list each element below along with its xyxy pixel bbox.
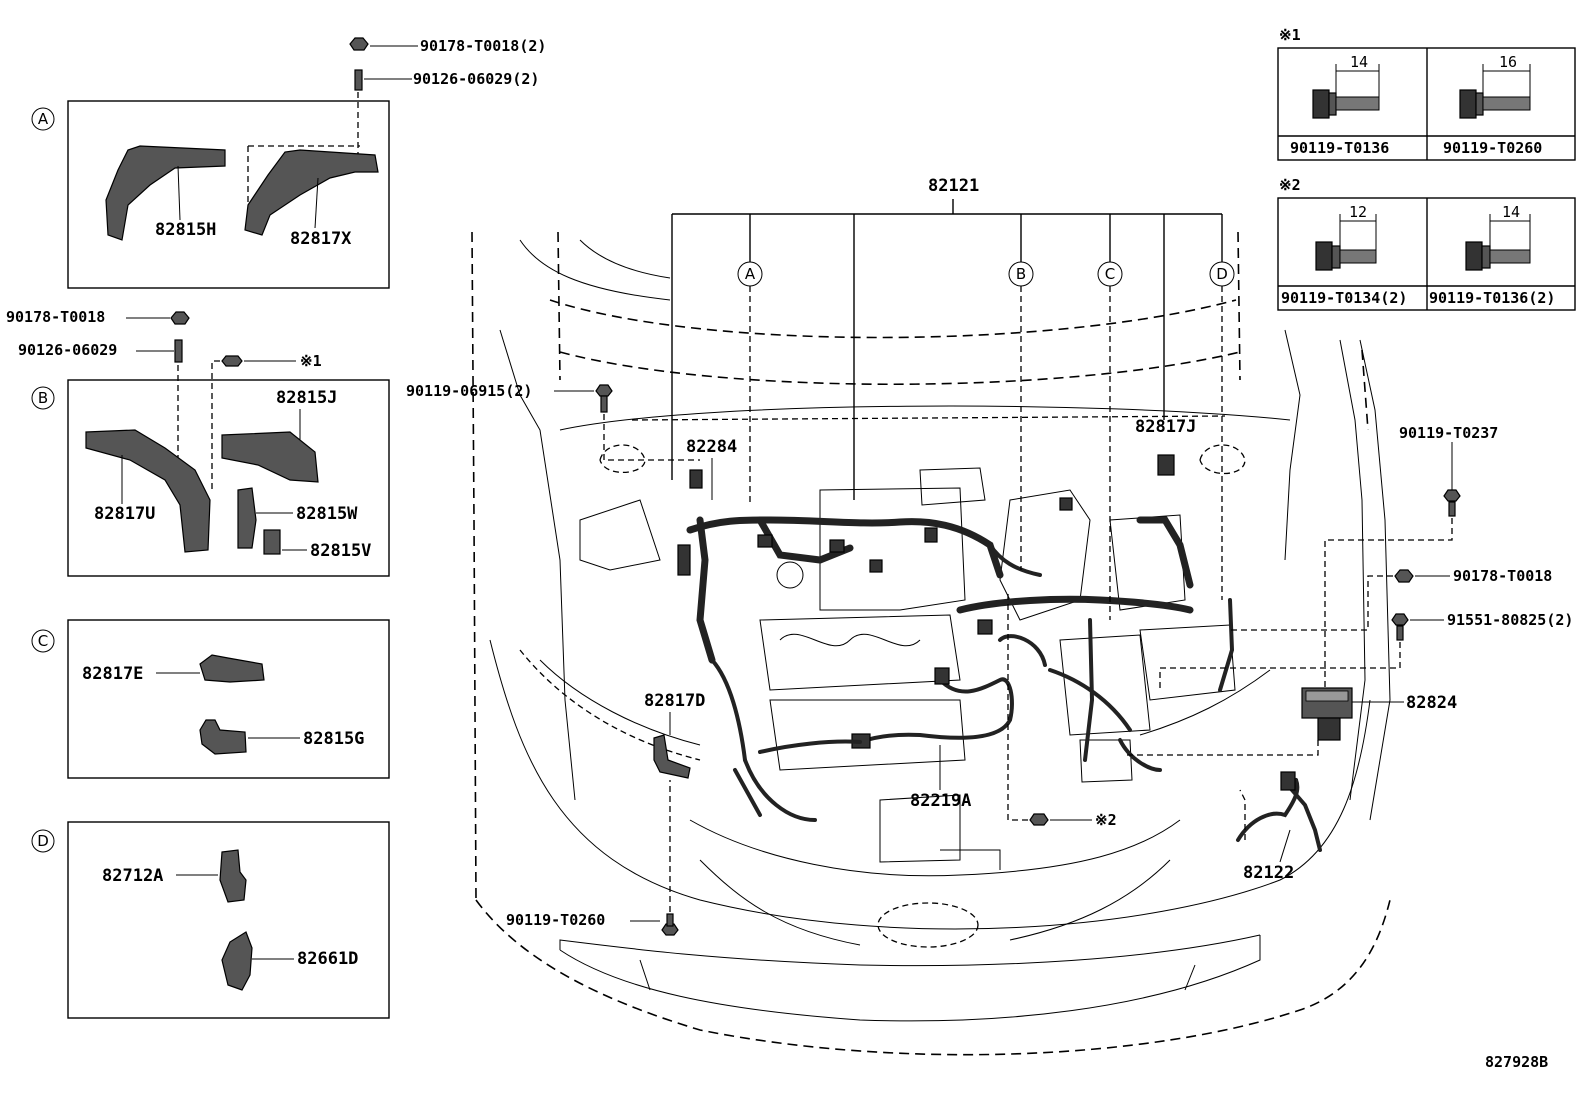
b-fasteners: 90178-T0018 90126-06029 ※1 (6, 308, 322, 490)
emblem-outline (877, 902, 979, 948)
label-82817d: 82817D (644, 691, 705, 711)
label-82817u: 82817U (94, 504, 155, 524)
callout-a-letter: A (38, 110, 49, 128)
clip-82815g-icon (199, 719, 247, 755)
label-nut-top: 90178-T0018(2) (420, 37, 546, 55)
callout-d-letter: D (37, 832, 49, 850)
panel-d: D 82712A 82661D (31, 821, 390, 1019)
label-82817j: 82817J (1135, 417, 1196, 437)
table1-title: ※1 (1279, 26, 1301, 44)
label-82815h: 82815H (155, 220, 216, 240)
bracket-82817u-icon (85, 429, 211, 553)
top-fasteners: 90178-T0018(2) 90126-06029(2) (349, 37, 546, 160)
bracket-82815h-icon (105, 145, 226, 241)
vehicle-outline (471, 231, 1391, 1056)
clip-82817e-icon (199, 654, 265, 683)
panel-a-box (67, 100, 390, 289)
sensor-wire-82219a (758, 667, 1014, 754)
callout-c-letter: C (38, 632, 48, 650)
table2-part-1: 90119-T0134(2) (1281, 289, 1407, 307)
label-90119-06915: 90119-06915(2) (406, 382, 532, 400)
panel-b: B 82817U 82815J 82815W 82815V (31, 379, 390, 577)
engine (579, 467, 1236, 870)
table1-part-1: 90119-T0136 (1290, 139, 1389, 157)
table1-part-2: 90119-T0260 (1443, 139, 1542, 157)
bolt-b-icon (221, 355, 243, 367)
label-82817e: 82817E (82, 664, 143, 684)
label-82817x: 82817X (290, 229, 352, 249)
wire-harness-82121 (677, 454, 1235, 822)
panel-c: C 82817E 82815G (31, 619, 390, 779)
panel-a: A 82815H 82817X (31, 100, 390, 289)
table2-part-2: 90119-T0136(2) (1429, 289, 1555, 307)
connector-82712a-icon (219, 849, 247, 903)
table2-title: ※2 (1279, 176, 1301, 194)
label-82815g: 82815G (303, 729, 364, 749)
bolt-head-icon (1312, 89, 1330, 119)
relay-82824 (1301, 687, 1404, 741)
label-90119-t0260: 90119-T0260 (506, 911, 605, 929)
label-82661d: 82661D (297, 949, 358, 969)
figure-code: 827928B (1485, 1053, 1548, 1071)
label-90178-t0018-main: 90178-T0018 (1453, 567, 1552, 585)
nut-b-icon (170, 311, 190, 325)
callout-main-b: B (1016, 265, 1026, 283)
connector-82661d-icon (221, 931, 253, 991)
stud-b-icon (174, 339, 183, 363)
nut-icon (349, 37, 369, 51)
label-82121: 82121 (928, 176, 979, 196)
panel-d-box (67, 821, 390, 1019)
panel-b-box (67, 379, 390, 577)
table2-dim-1: 12 (1349, 203, 1367, 221)
bracket-82815j-icon (221, 431, 319, 483)
label-82122: 82122 (1243, 863, 1294, 883)
callout-tree-82121: 82121 A B C D (671, 176, 1235, 620)
label-ref1-b: ※1 (300, 352, 322, 370)
callout-main-c: C (1105, 265, 1115, 283)
bolt-table-1: ※1 14 90119-T0136 16 90119-T0260 (1277, 26, 1576, 161)
harness-82122 (1236, 771, 1322, 852)
clip-82817j-icon (1157, 454, 1175, 476)
bracket-82817x-icon (244, 149, 379, 236)
main-labels: 90119-06915(2) 82284 82817J 90119-T0237 … (406, 382, 1573, 1071)
table1-dim-1: 14 (1350, 53, 1368, 71)
label-stud-b: 90126-06029 (18, 341, 117, 359)
table1-dim-2: 16 (1499, 53, 1517, 71)
label-82815v: 82815V (310, 541, 371, 561)
callout-main-a: A (745, 265, 756, 283)
label-stud-top: 90126-06029(2) (413, 70, 539, 88)
label-ref2-main: ※2 (1095, 811, 1117, 829)
bolt-table-2: ※2 12 90119-T0134(2) 14 90119-T0136(2) (1277, 176, 1576, 311)
label-82712a: 82712A (102, 866, 163, 886)
callout-a-circle (31, 107, 55, 131)
callout-main-d: D (1216, 265, 1228, 283)
label-82815j: 82815J (276, 388, 337, 408)
label-82284: 82284 (686, 437, 737, 457)
panel-c-box (67, 619, 390, 779)
label-90119-t0237: 90119-T0237 (1399, 424, 1498, 442)
label-nut-b: 90178-T0018 (6, 308, 105, 326)
label-91551: 91551-80825(2) (1447, 611, 1573, 629)
label-82824: 82824 (1406, 693, 1457, 713)
clip-82817d-icon (653, 734, 691, 779)
stud-icon (354, 69, 363, 91)
callout-b-letter: B (38, 389, 48, 407)
label-82219a: 82219A (910, 791, 971, 811)
label-82815w: 82815W (296, 504, 358, 524)
clip-82815v-icon (263, 529, 281, 555)
clip-82815w-icon (237, 487, 257, 549)
table2-dim-2: 14 (1502, 203, 1520, 221)
